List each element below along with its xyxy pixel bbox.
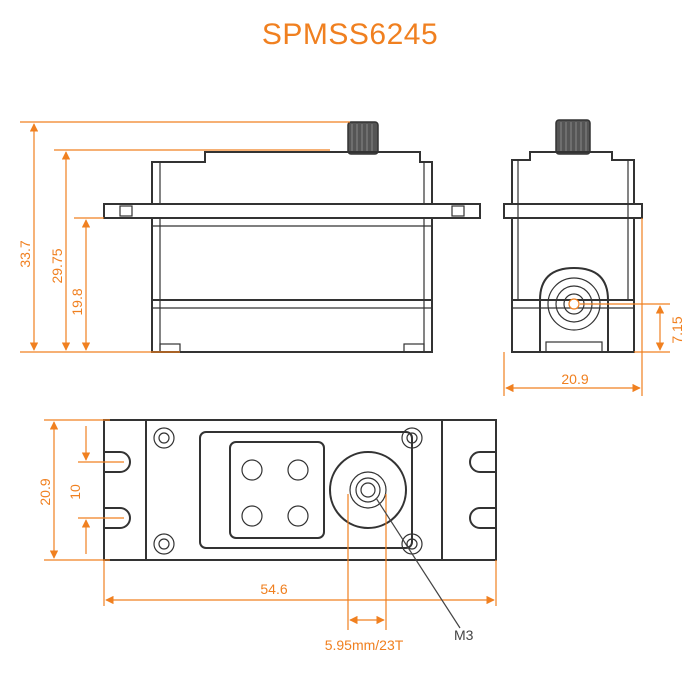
dim-body-height: 29.75 bbox=[49, 248, 65, 283]
label-screw: M3 bbox=[454, 627, 474, 643]
mounting-flange bbox=[103, 203, 481, 219]
dim-side-width: 20.9 bbox=[561, 371, 588, 387]
top-view bbox=[103, 419, 497, 561]
dim-length: 54.6 bbox=[260, 581, 287, 597]
side-view bbox=[503, 119, 643, 353]
dim-mount-height: 19.8 bbox=[69, 288, 85, 315]
dim-total-height: 33.7 bbox=[17, 240, 33, 267]
dim-hole-spacing: 10 bbox=[67, 484, 83, 500]
front-view bbox=[103, 121, 481, 353]
dimension-lines bbox=[20, 121, 670, 630]
dim-top-width: 20.9 bbox=[37, 478, 53, 505]
spline-gear bbox=[347, 121, 379, 155]
dim-spline: 5.95mm/23T bbox=[325, 637, 404, 653]
dim-shaft-offset: 7.15 bbox=[669, 316, 685, 343]
model-title: SPMSS6245 bbox=[261, 18, 439, 51]
